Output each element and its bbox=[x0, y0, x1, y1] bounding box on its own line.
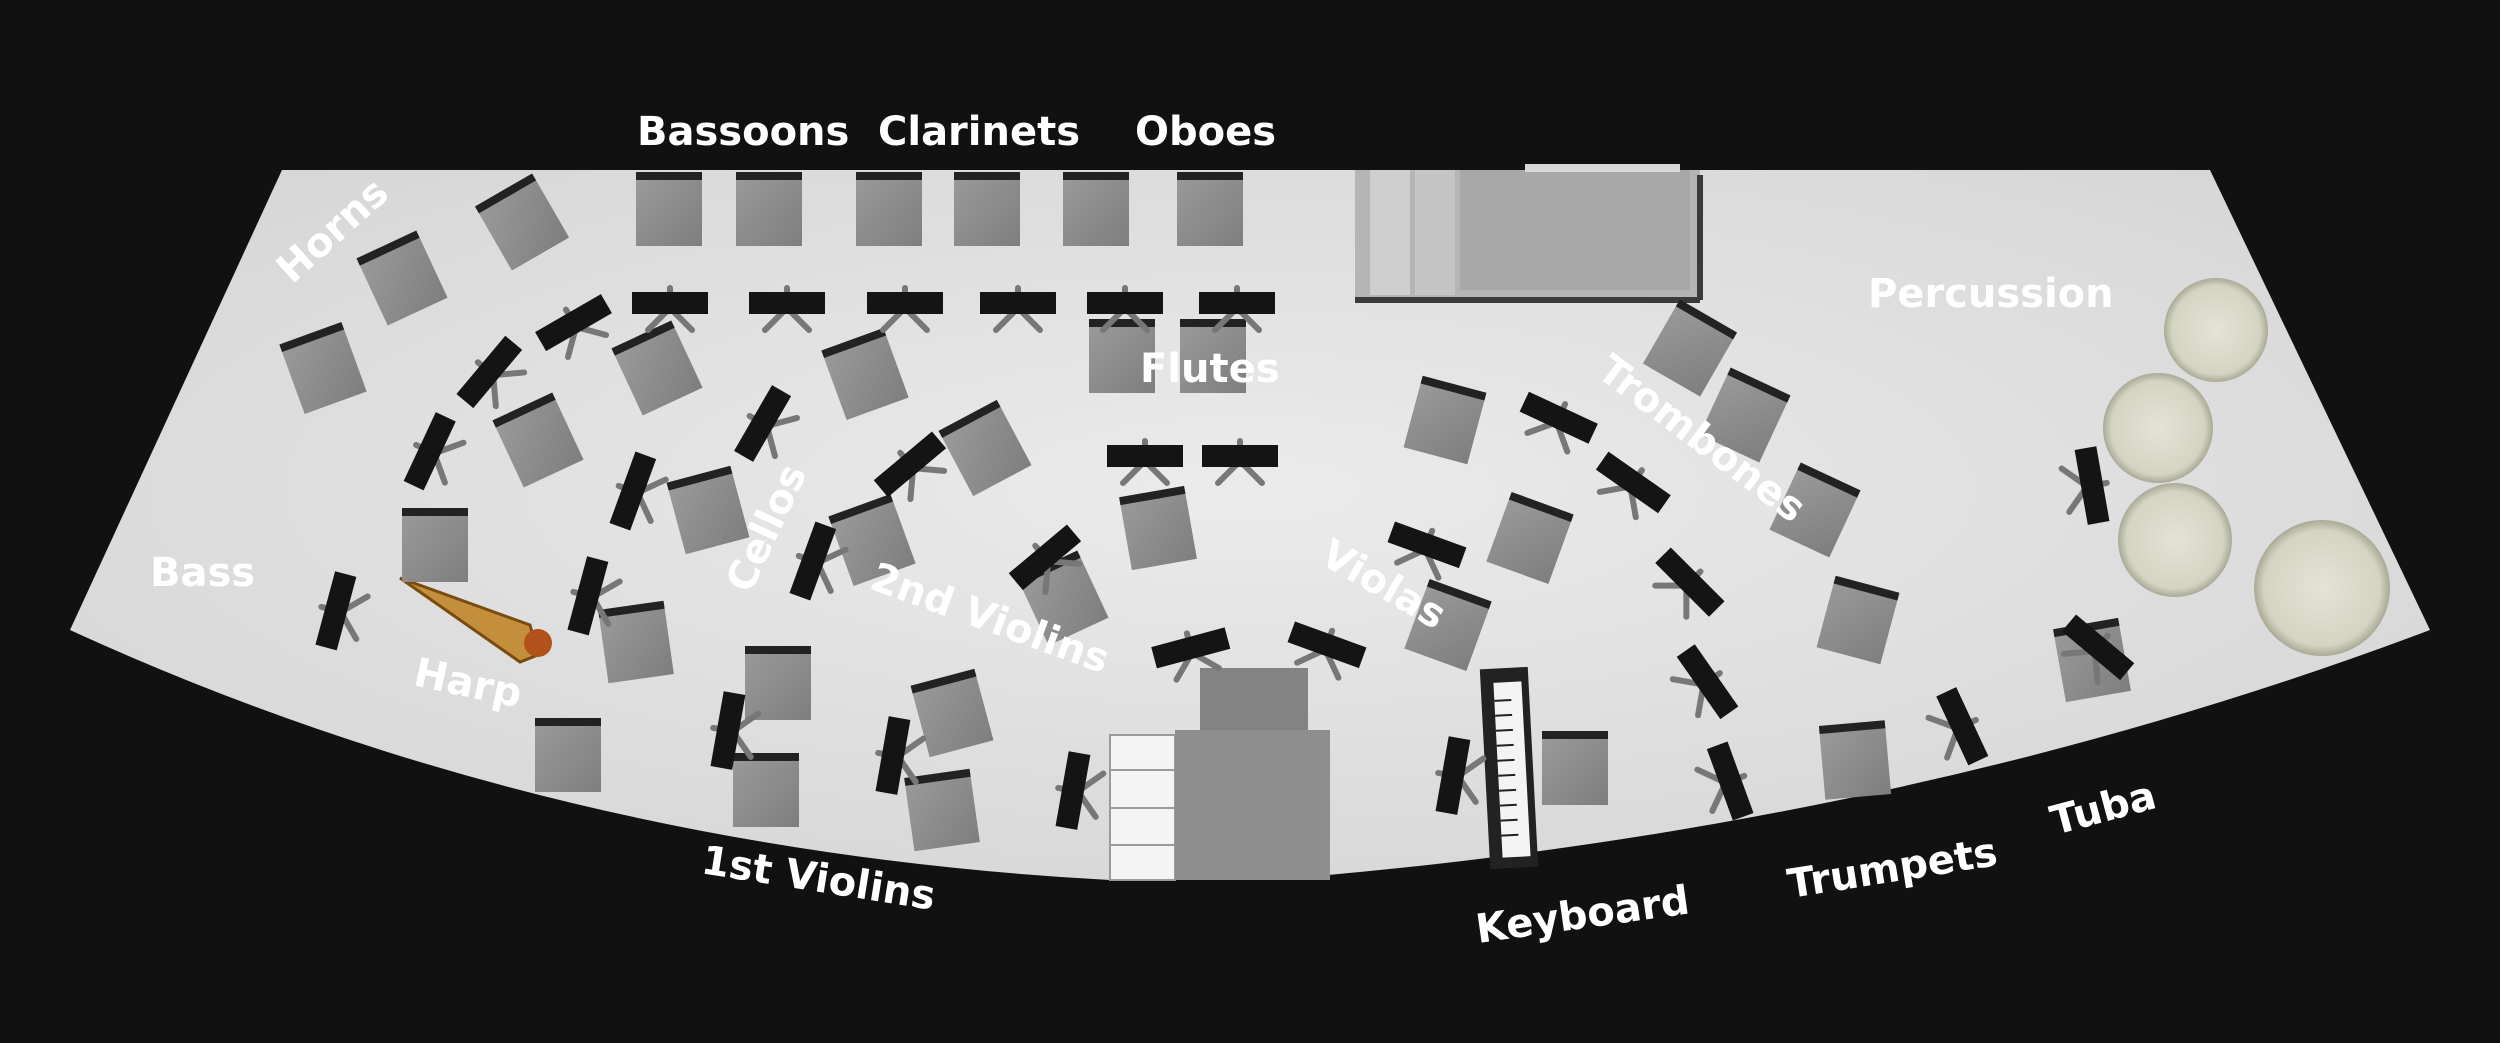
chair bbox=[733, 753, 799, 827]
label-trumpets: Trumpets bbox=[1784, 829, 2000, 908]
riser-platform bbox=[1355, 164, 1700, 300]
chair bbox=[1542, 731, 1608, 805]
chair bbox=[736, 172, 802, 246]
label-keyboard: Keyboard bbox=[1473, 877, 1692, 952]
timpani-drum bbox=[2118, 483, 2232, 597]
chair bbox=[636, 172, 702, 246]
chair bbox=[535, 718, 601, 792]
label-flutes: Flutes bbox=[1140, 346, 1280, 392]
label-bass: Bass bbox=[150, 550, 255, 596]
chair bbox=[1177, 172, 1243, 246]
timpani-drum bbox=[2103, 373, 2213, 483]
chair bbox=[856, 172, 922, 246]
chair bbox=[1819, 720, 1891, 799]
label-clarinets: Clarinets bbox=[878, 109, 1080, 155]
chair bbox=[598, 601, 674, 683]
label-bassoons: Bassoons bbox=[637, 109, 849, 155]
label-tuba: Tuba bbox=[2046, 773, 2161, 845]
chair bbox=[1119, 486, 1197, 570]
chair bbox=[402, 508, 468, 582]
timpani-drum bbox=[2254, 520, 2390, 656]
chair bbox=[954, 172, 1020, 246]
label-oboes: Oboes bbox=[1135, 109, 1276, 155]
chair bbox=[1063, 172, 1129, 246]
timpani-drum bbox=[2164, 278, 2268, 382]
label-percussion: Percussion bbox=[1868, 271, 2114, 317]
chair bbox=[745, 646, 811, 720]
